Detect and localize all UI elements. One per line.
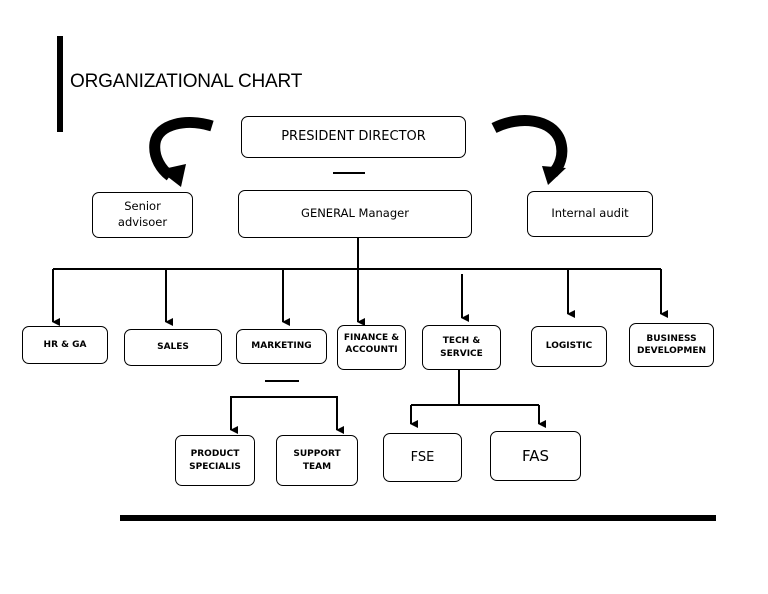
fse-node: FSE	[383, 433, 462, 482]
department-tech-service: TECH & SERVICE	[422, 325, 501, 370]
department-marketing: MARKETING	[236, 329, 327, 364]
department-hr-ga: HR & GA	[22, 326, 108, 364]
divider-dash	[265, 380, 299, 382]
senior-advisor-node: Senior advisoer	[92, 192, 193, 238]
curved-arrow-right	[491, 115, 568, 177]
department-label: BUSINESS DEVELOPMEN	[636, 333, 707, 356]
department-label: TECH & SERVICE	[440, 336, 483, 359]
curved-arrow-left	[149, 117, 214, 181]
support-team-node: SUPPORT TEAM	[276, 435, 358, 486]
president-director-label: PRESIDENT DIRECTOR	[281, 129, 426, 145]
curved-arrow-right-head	[542, 166, 566, 185]
general-manager-node: GENERAL Manager	[238, 190, 472, 238]
fas-node: FAS	[490, 431, 581, 481]
product-specialist-label: PRODUCT SPECIALIS	[189, 449, 241, 472]
department-label: HR & GA	[43, 339, 87, 350]
divider-dash	[333, 172, 365, 174]
department-finance-accounting: FINANCE & ACCOUNTI	[337, 325, 406, 370]
general-manager-label: GENERAL Manager	[301, 206, 409, 221]
internal-audit-node: Internal audit	[527, 191, 653, 237]
bottom-rule	[120, 515, 716, 521]
senior-advisor-label: Senior advisoer	[117, 199, 168, 229]
curved-arrow-left-head	[159, 164, 186, 187]
marketing-branch-line	[230, 396, 338, 428]
internal-audit-label: Internal audit	[551, 206, 629, 221]
support-team-label: SUPPORT TEAM	[293, 449, 341, 472]
fse-label: FSE	[410, 449, 435, 465]
department-business-development: BUSINESS DEVELOPMEN	[629, 323, 714, 367]
product-specialist-node: PRODUCT SPECIALIS	[175, 435, 255, 486]
department-label: LOGISTIC	[545, 341, 593, 352]
president-director-node: PRESIDENT DIRECTOR	[241, 116, 466, 158]
department-sales: SALES	[124, 329, 222, 366]
page-title: ORGANIZATIONAL CHART	[70, 71, 303, 92]
title-accent-bar	[57, 36, 63, 132]
department-label: FINANCE & ACCOUNTI	[343, 333, 400, 356]
department-logistic: LOGISTIC	[531, 326, 607, 367]
department-label: SALES	[157, 342, 189, 353]
department-label: MARKETING	[251, 341, 312, 352]
fas-label: FAS	[521, 446, 550, 465]
